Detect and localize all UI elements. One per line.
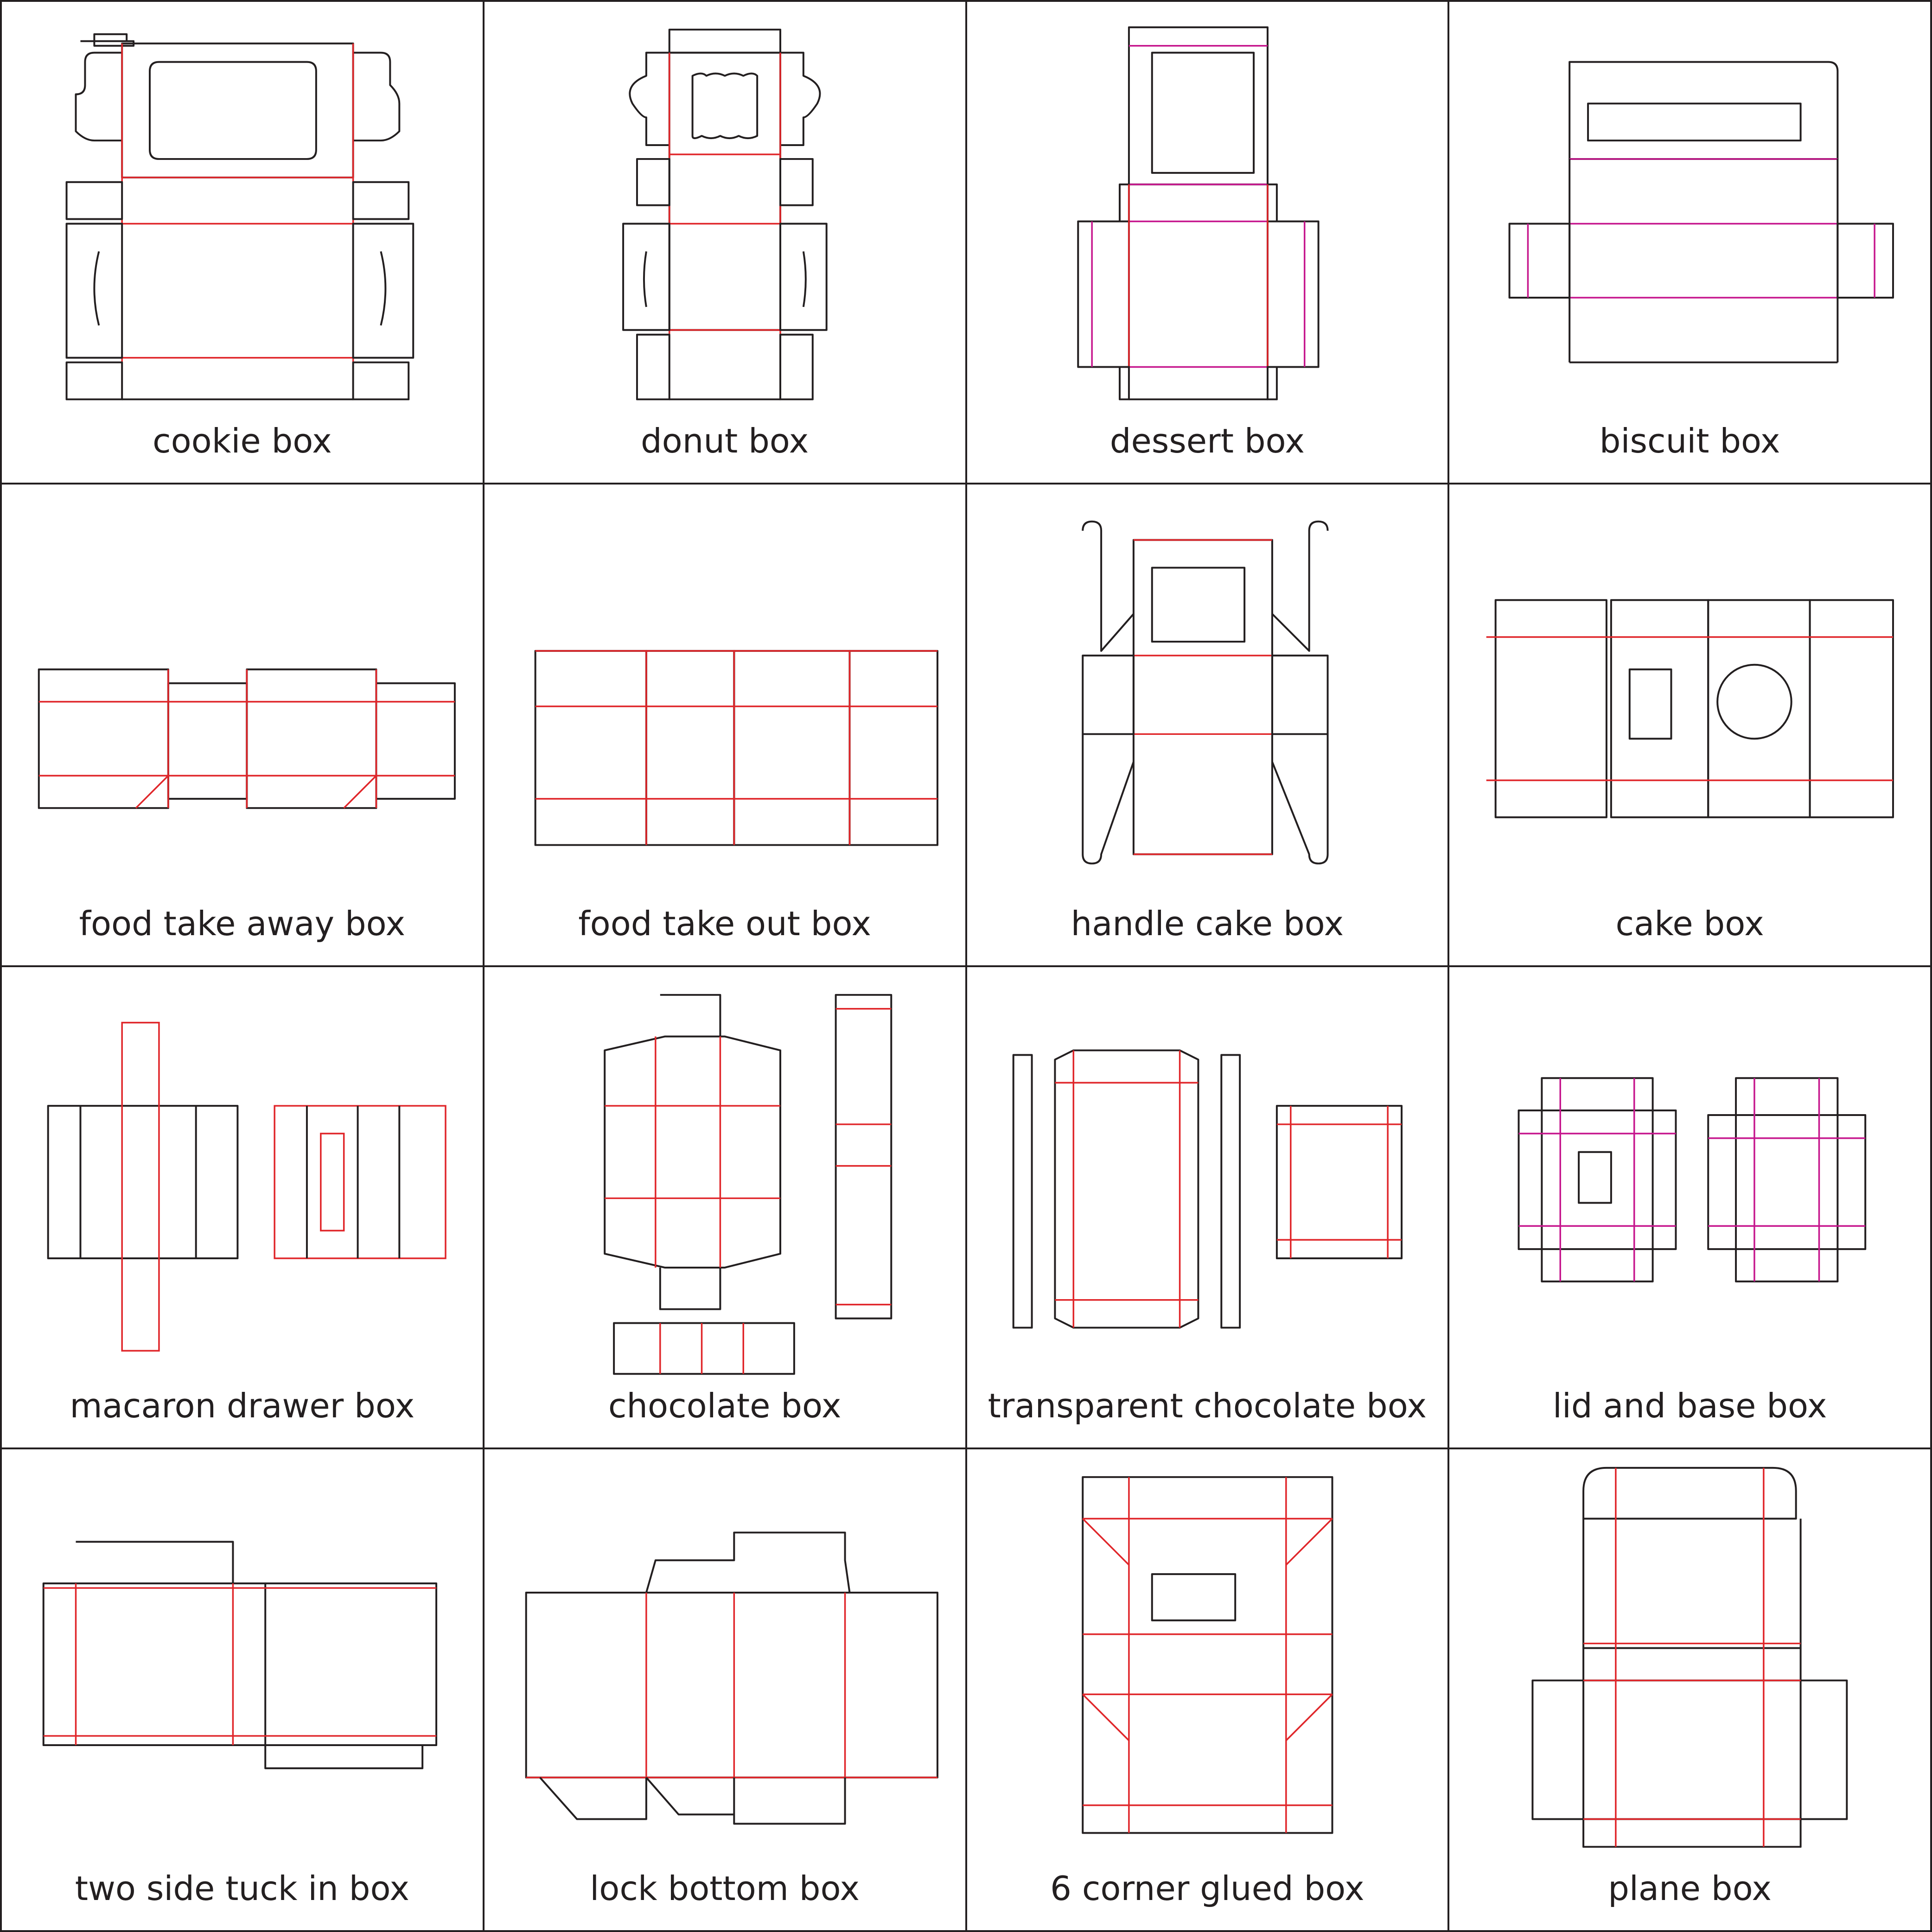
dieline-donut-box (622, 28, 828, 401)
box-label: plane box (1608, 1869, 1772, 1908)
box-label: 6 corner glued box (1050, 1869, 1365, 1908)
box-cell-cake: cake box (1449, 484, 1932, 967)
box-cell-donut: donut box (484, 2, 967, 485)
box-cell-biscuit: biscuit box (1449, 2, 1932, 485)
box-label: biscuit box (1599, 421, 1780, 460)
box-label: two side tuck in box (75, 1869, 409, 1908)
dieline-cookie-box (65, 33, 414, 401)
dieline-handle-cake-box (1081, 520, 1329, 865)
box-label: food take out box (578, 904, 871, 943)
dieline-two-side-tuck-in-box (42, 1541, 438, 1770)
dieline-food-take-out-box (534, 650, 938, 846)
box-cell-macaron-drawer: macaron drawer box (2, 967, 485, 1450)
dieline-biscuit-box (1508, 61, 1894, 363)
box-cell-lock-bottom: lock bottom box (484, 1449, 967, 1932)
box-cell-two-side-tuck-in: two side tuck in box (2, 1449, 485, 1932)
box-label: cookie box (153, 421, 332, 460)
box-cell-dessert: dessert box (967, 2, 1450, 485)
box-cell-6-corner-glued: 6 corner glued box (967, 1449, 1450, 1932)
box-label: transparent chocolate box (988, 1386, 1427, 1426)
dieline-macaron-drawer-box (47, 1021, 446, 1352)
box-cell-food-take-out: food take out box (484, 484, 967, 967)
dieline-cake-box (1486, 599, 1894, 818)
dieline-food-take-away-box (38, 668, 456, 809)
box-label: dessert box (1109, 421, 1305, 460)
dieline-lock-bottom-box (525, 1531, 938, 1825)
box-label: lock bottom box (590, 1869, 860, 1908)
dieline-transparent-chocolate-box (1012, 1049, 1403, 1329)
box-label: handle cake box (1071, 904, 1344, 943)
dieline-chocolate-box (603, 994, 892, 1375)
box-cell-transparent-chocolate: transparent chocolate box (967, 967, 1450, 1450)
box-label: chocolate box (608, 1386, 842, 1426)
box-label: lid and base box (1552, 1386, 1827, 1426)
dieline-dessert-box (1077, 26, 1320, 401)
box-cell-lid-and-base: lid and base box (1449, 967, 1932, 1450)
dieline-6-corner-glued-box (1081, 1476, 1333, 1834)
box-cell-plane: plane box (1449, 1449, 1932, 1932)
box-cell-cookie: cookie box (2, 2, 485, 485)
box-label: macaron drawer box (70, 1386, 415, 1426)
dieline-plane-box (1531, 1467, 1848, 1848)
box-cell-handle-cake: handle cake box (967, 484, 1450, 967)
box-cell-food-take-away: food take away box (2, 484, 485, 967)
dieline-lid-and-base-box (1518, 1077, 1867, 1282)
box-label: cake box (1615, 904, 1764, 943)
box-label: food take away box (79, 904, 406, 943)
box-cell-chocolate: chocolate box (484, 967, 967, 1450)
box-label: donut box (640, 421, 809, 460)
